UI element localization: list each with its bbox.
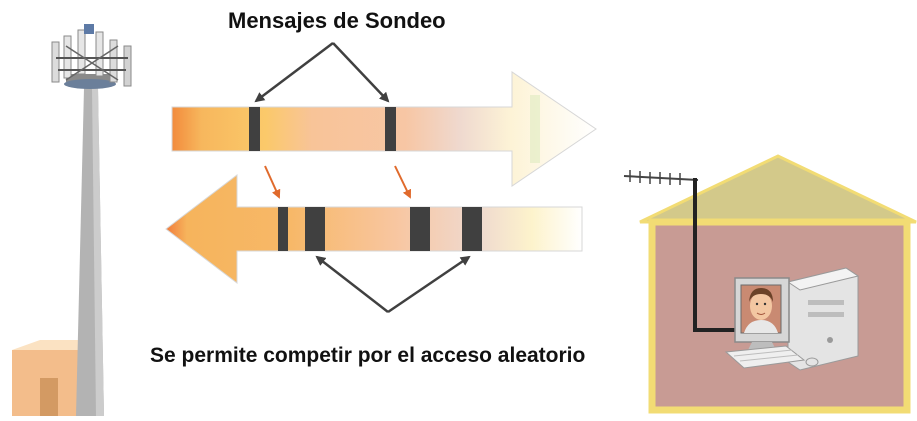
contention-slot-4 <box>462 207 482 251</box>
contention-slot-3 <box>410 207 430 251</box>
uplink-arrow <box>165 173 583 285</box>
antenna-icon <box>623 170 742 332</box>
downlink-arrow <box>171 71 597 187</box>
antenna-cable <box>693 178 742 332</box>
diagram-title: Mensajes de Sondeo <box>228 8 446 33</box>
contention-slot-2 <box>305 207 325 251</box>
keyboard <box>724 345 806 369</box>
computer-icon <box>724 267 860 371</box>
cell-tower-icon <box>12 24 132 416</box>
contention-slot-1 <box>278 207 288 251</box>
diagram-subtitle: Se permite competir por el acceso aleato… <box>150 344 586 367</box>
polling-slot-2 <box>385 107 396 151</box>
polling-slot-1 <box>249 107 260 151</box>
house-roof <box>639 154 917 224</box>
response-arrows <box>264 165 412 199</box>
user-face-icon <box>744 288 778 333</box>
subtitle-pointer-arrows <box>315 255 471 314</box>
title-pointer-arrows <box>254 42 390 103</box>
